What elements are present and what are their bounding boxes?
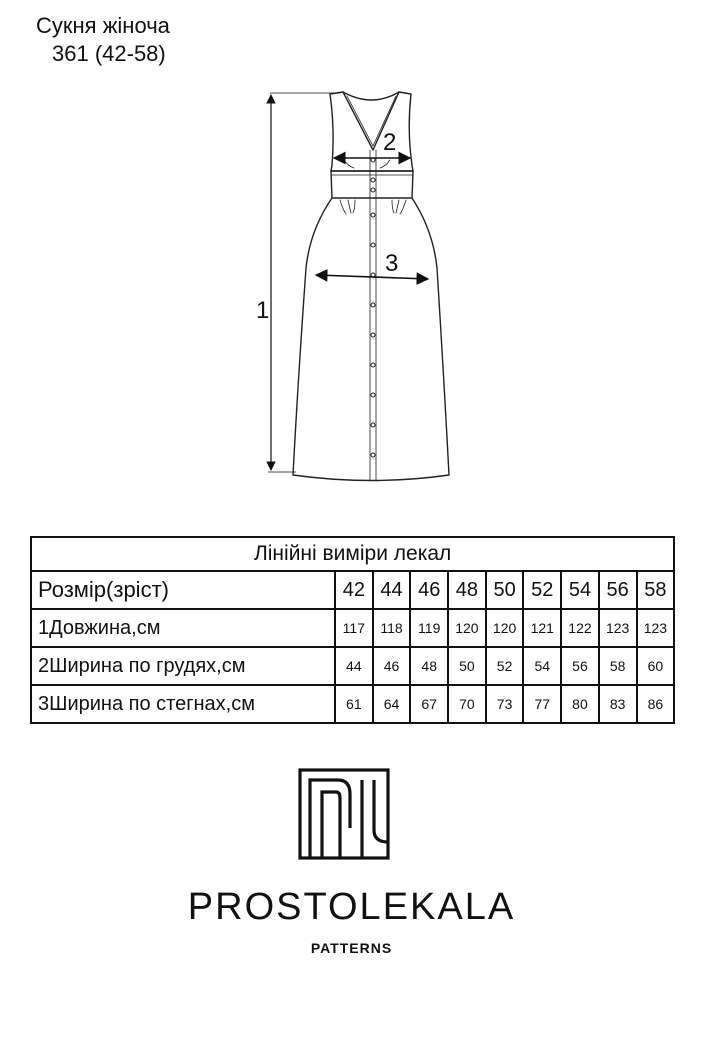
measurements-table: Лінійні виміри лекал Розмір(зріст) 42 44… bbox=[29, 536, 676, 724]
length-dimension bbox=[266, 92, 340, 473]
value-cell: 120 bbox=[484, 608, 525, 648]
document-title: Сукня жіноча 361 (42-58) bbox=[36, 12, 170, 68]
value-cell: 123 bbox=[635, 608, 676, 648]
brand-name: PROSTOLEKALA bbox=[187, 886, 516, 928]
value-cell: 118 bbox=[371, 608, 412, 648]
value-cell: 50 bbox=[447, 646, 487, 686]
table-row: 1Довжина,см 117 118 119 120 120 121 122 … bbox=[30, 608, 676, 648]
value-cell: 120 bbox=[447, 608, 487, 648]
size-cell: 58 bbox=[635, 570, 676, 610]
value-cell: 46 bbox=[371, 646, 412, 686]
value-cell: 86 bbox=[635, 684, 676, 724]
neckline bbox=[342, 91, 400, 151]
value-cell: 73 bbox=[484, 684, 525, 724]
table-row: 2Ширина по грудях,см 44 46 48 50 52 54 5… bbox=[30, 646, 676, 686]
button-row bbox=[370, 157, 376, 458]
hip-dimension bbox=[314, 269, 430, 285]
brand-logo-icon bbox=[298, 768, 390, 860]
size-cell: 54 bbox=[560, 570, 600, 610]
value-cell: 64 bbox=[371, 684, 412, 724]
value-cell: 123 bbox=[597, 608, 638, 648]
value-cell: 54 bbox=[522, 646, 563, 686]
value-cell: 52 bbox=[484, 646, 525, 686]
size-cell: 50 bbox=[484, 570, 525, 610]
value-cell: 58 bbox=[597, 646, 638, 686]
size-cell: 46 bbox=[409, 570, 450, 610]
value-cell: 44 bbox=[334, 646, 374, 686]
value-cell: 117 bbox=[334, 608, 374, 648]
label-bust: 2 bbox=[383, 129, 396, 156]
label-hip: 3 bbox=[385, 250, 398, 277]
size-cell: 52 bbox=[522, 570, 563, 610]
value-cell: 56 bbox=[560, 646, 600, 686]
value-cell: 122 bbox=[560, 608, 600, 648]
value-cell: 80 bbox=[560, 684, 600, 724]
size-cell: 56 bbox=[597, 570, 638, 610]
row-label-bust: 2Ширина по грудях,см bbox=[30, 646, 336, 686]
table-caption: Лінійні виміри лекал bbox=[29, 536, 676, 572]
value-cell: 61 bbox=[334, 684, 374, 724]
value-cell: 121 bbox=[522, 608, 563, 648]
value-cell: 119 bbox=[409, 608, 450, 648]
title-line-1: Сукня жіноча bbox=[36, 13, 170, 38]
size-cell: 42 bbox=[334, 570, 374, 610]
skirt-outline bbox=[292, 197, 450, 482]
size-cell: 48 bbox=[447, 570, 487, 610]
table-row: 3Ширина по стегнах,см 61 64 67 70 73 77 … bbox=[30, 684, 676, 724]
size-cell: 44 bbox=[371, 570, 412, 610]
size-header-label: Розмір(зріст) bbox=[30, 570, 336, 610]
brand-subtitle: PATTERNS bbox=[310, 940, 393, 956]
value-cell: 70 bbox=[447, 684, 487, 724]
row-label-hip: 3Ширина по стегнах,см bbox=[30, 684, 336, 724]
title-line-2: 361 (42-58) bbox=[52, 41, 166, 66]
dress-sketch: 1 2 3 bbox=[256, 91, 450, 482]
label-length: 1 bbox=[256, 297, 269, 324]
value-cell: 48 bbox=[409, 646, 450, 686]
value-cell: 83 bbox=[597, 684, 638, 724]
value-cell: 67 bbox=[409, 684, 450, 724]
value-cell: 77 bbox=[522, 684, 563, 724]
row-label-length: 1Довжина,см bbox=[30, 608, 336, 648]
bodice-outline bbox=[329, 91, 414, 172]
size-header-row: Розмір(зріст) 42 44 46 48 50 52 54 56 58 bbox=[30, 570, 676, 610]
value-cell: 60 bbox=[635, 646, 676, 686]
